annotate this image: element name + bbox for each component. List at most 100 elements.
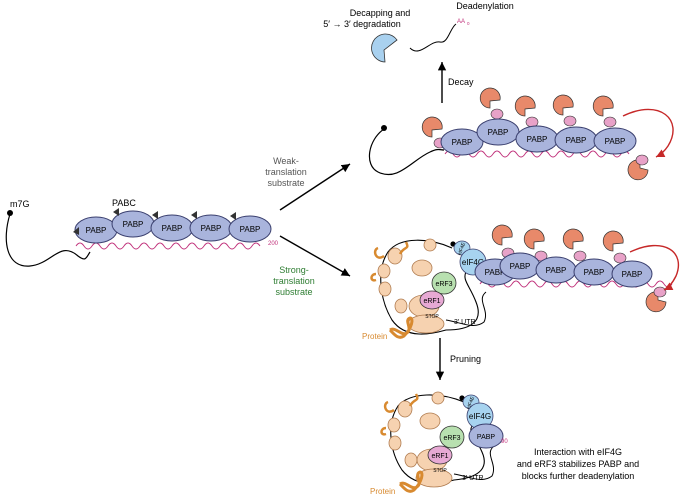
ribosome [423, 238, 437, 252]
svg-text:PABP: PABP [162, 224, 183, 233]
svg-text:PABP: PABP [123, 220, 144, 229]
pabp-protein [228, 215, 272, 243]
pabc-tip [191, 211, 197, 219]
ribosome [419, 412, 441, 430]
svg-text:eRF1: eRF1 [423, 298, 440, 305]
pac-man-deadenylase [602, 230, 624, 252]
pabc-tip [113, 208, 119, 216]
svg-text:blocks further deadenylation: blocks further deadenylation [522, 471, 635, 481]
pruning-label: Pruning [450, 354, 481, 364]
svg-text:PABP: PABP [240, 225, 261, 234]
pac-man-deadenylase [552, 94, 574, 116]
stop-label: STOP [433, 468, 447, 474]
pac-man-deadenylase [421, 116, 443, 138]
ribosome [411, 259, 433, 277]
svg-text:eRF3: eRF3 [443, 435, 460, 442]
svg-text:PABP: PABP [452, 138, 473, 147]
svg-text:translation: translation [265, 167, 307, 177]
pac-man-deadenylase [562, 228, 584, 250]
arrow-to-weak [279, 163, 351, 211]
ribosome [387, 417, 401, 433]
pac-man-deadenylase [645, 291, 667, 313]
erf1 [419, 290, 445, 310]
polya-90-label: 90 [501, 439, 508, 445]
svg-text:substrate: substrate [267, 178, 304, 188]
svg-text:PABP: PABP [605, 137, 626, 146]
svg-text:eRF1: eRF1 [431, 453, 448, 460]
svg-text:PABP: PABP [566, 136, 587, 145]
stop-label: STOP [425, 314, 439, 320]
svg-text:substrate: substrate [275, 287, 312, 297]
utr-label: 3′ UTR [454, 319, 476, 326]
pabp-row-weak: PABP PABP PABP PABP PABP [440, 118, 637, 156]
deadenylase-complexes-weak [421, 87, 617, 149]
protein-product [388, 316, 414, 339]
pabp-row-strong: PABP PABP PABP PABP PABP [474, 252, 653, 288]
stabilization-caption: Interaction with eIF4G and eRF3 stabiliz… [517, 447, 639, 481]
pac-man-deadenylase [491, 224, 513, 246]
polya-200-label: 200 [268, 241, 279, 247]
ribosome [394, 298, 408, 314]
pink-partner [653, 286, 667, 298]
svg-text:eIF4E: eIF4E [457, 241, 467, 256]
decay-label: Decay [448, 77, 474, 87]
ribosome [377, 263, 391, 279]
pink-partner [563, 115, 577, 127]
cap-dot-weak [381, 125, 387, 131]
ribosome [431, 391, 445, 405]
pabp-protein [593, 127, 637, 155]
weak-mrnp: PABP PABP PABP PABP PABP [368, 87, 674, 181]
ribosome [387, 247, 403, 265]
svg-text:PABP: PABP [86, 226, 107, 235]
m7g-label: m7G [10, 199, 30, 209]
arrow-to-strong [279, 235, 351, 277]
pac-man-deadenylase [627, 159, 649, 181]
svg-text:PABP: PABP [201, 224, 222, 233]
svg-text:PABP: PABP [510, 262, 531, 271]
mrna-loop-strong [380, 239, 479, 335]
svg-text:PABP: PABP [584, 268, 605, 277]
svg-text:Weak-: Weak- [273, 156, 299, 166]
erf3 [439, 425, 465, 449]
svg-text:PABP: PABP [477, 434, 495, 441]
strong-mrnp: Protein eIF4E eIF4G eRF3 eRF1 STOP 3′ UT… [362, 224, 680, 341]
aa-subscript: 0 [467, 21, 470, 26]
svg-text:PABP: PABP [622, 270, 643, 279]
svg-text:eIF4G: eIF4G [462, 258, 484, 267]
protein-product [398, 470, 424, 493]
decapping-enzyme [371, 33, 398, 63]
pac-man-deadenylase [592, 95, 614, 117]
pink-partner [490, 108, 504, 120]
utr-label: 3′ UTR [462, 475, 484, 482]
polya-tail-weak [444, 150, 630, 158]
red-deadenylation-arrow [629, 244, 680, 291]
pabc-tip [73, 227, 79, 235]
pabc-label: PABC [112, 198, 136, 208]
svg-text:eIF4G: eIF4G [469, 412, 491, 421]
decapping-label-2: 5′ → 3′ degradation [323, 19, 400, 29]
svg-text:and eRF3 stabilizes PABP and: and eRF3 stabilizes PABP and [517, 459, 639, 469]
ribosome [397, 400, 413, 418]
nascent-protein [380, 393, 419, 436]
deadenylation-label: Deadenylation [456, 1, 514, 11]
svg-text:eIF4E: eIF4E [466, 395, 476, 410]
pink-partner [635, 154, 649, 166]
ribosome [378, 281, 392, 297]
svg-text:PABP: PABP [546, 266, 567, 275]
svg-text:PABP: PABP [527, 135, 548, 144]
utr-strand [445, 291, 487, 326]
pabp-protein [468, 423, 504, 449]
pink-partner [613, 252, 627, 264]
initial-mrnp: m7G PABC 200 PABP PABP PABP PABP PABP [5, 198, 279, 267]
strong-substrate-label: Strong- translation substrate [273, 265, 315, 297]
svg-text:PABP: PABP [485, 268, 506, 277]
polya-tail-left [75, 242, 261, 250]
red-deadenylation-arrow [622, 108, 674, 158]
erf3 [431, 271, 457, 295]
ribosome [404, 452, 418, 468]
pac-man-deadenylase [514, 95, 536, 117]
mrna-strand-left [5, 213, 91, 267]
weak-substrate-label: Weak- translation substrate [265, 156, 307, 188]
protein-label: Protein [370, 487, 395, 496]
